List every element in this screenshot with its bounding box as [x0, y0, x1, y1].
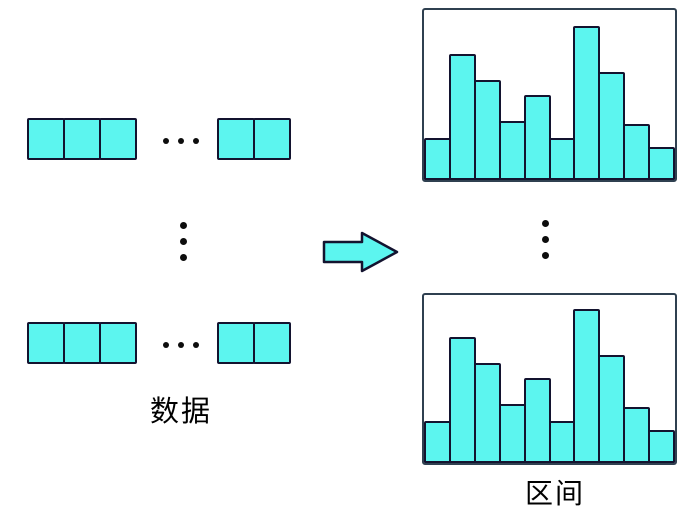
histogram-bar [623, 407, 651, 463]
ellipsis-dot [542, 252, 549, 259]
ellipsis-dot [178, 138, 184, 144]
ellipsis-dot [180, 222, 187, 229]
ellipsis-dot [163, 138, 169, 144]
data-cell [99, 118, 137, 160]
ellipsis-horizontal-icon [163, 138, 199, 144]
data-cell [63, 322, 101, 364]
data-cell-group [217, 322, 291, 364]
data-cell [217, 322, 255, 364]
histogram-bar [523, 95, 551, 180]
histogram-bar [523, 378, 551, 463]
histogram-bar [548, 138, 576, 180]
histogram-bar [448, 337, 476, 463]
ellipsis-dot [163, 342, 169, 348]
data-cell [27, 118, 65, 160]
histogram-top [422, 8, 677, 182]
ellipsis-vertical-icon [180, 222, 187, 261]
histogram-bar [598, 355, 626, 463]
histogram-bar [498, 121, 526, 180]
histogram-bar [623, 124, 651, 180]
histogram-bar [448, 54, 476, 180]
ellipsis-dot [542, 220, 549, 227]
ellipsis-dot [180, 254, 187, 261]
histogram-bar [648, 430, 675, 463]
ellipsis-horizontal-icon [163, 342, 199, 348]
interval-caption: 区间 [524, 479, 585, 509]
data-cell-group [217, 118, 291, 160]
histogram-bar [648, 147, 675, 180]
ellipsis-vertical-icon [542, 220, 549, 259]
histogram-bar [424, 421, 451, 463]
data-cell [217, 118, 255, 160]
data-cell [253, 322, 291, 364]
histogram-bar [598, 72, 626, 180]
ellipsis-dot [178, 342, 184, 348]
ellipsis-dot [542, 236, 549, 243]
histogram-bar [548, 421, 576, 463]
data-cell-group [27, 118, 137, 160]
histogram-bar [424, 138, 451, 180]
data-caption: 数据 [149, 396, 212, 428]
histogram-bar [473, 80, 501, 180]
data-cell-group [27, 322, 137, 364]
ellipsis-dot [193, 342, 199, 348]
data-cell [63, 118, 101, 160]
histogram-bar [573, 309, 601, 463]
histogram-bar [573, 26, 601, 180]
data-cell [27, 322, 65, 364]
ellipsis-dot [180, 238, 187, 245]
histogram-bar [473, 363, 501, 463]
histogram-bar [498, 404, 526, 463]
histogram-bottom [422, 293, 677, 465]
right-arrow-icon [322, 231, 400, 278]
data-cell [253, 118, 291, 160]
ellipsis-dot [193, 138, 199, 144]
data-cell [99, 322, 137, 364]
